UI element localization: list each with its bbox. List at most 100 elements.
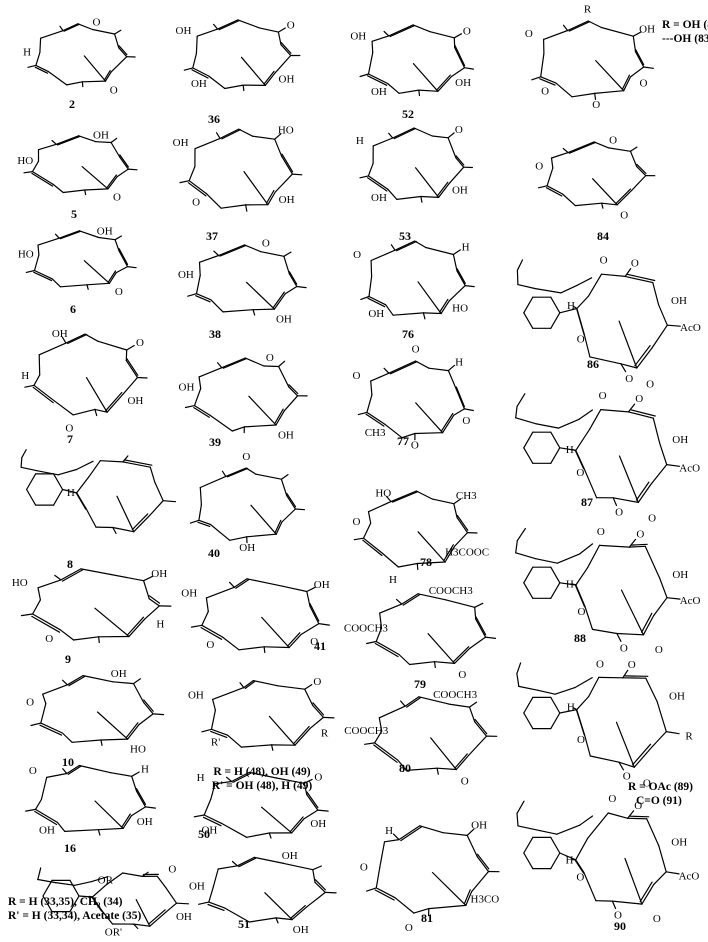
- ring-bond: [366, 394, 373, 413]
- ring-bond: [66, 764, 80, 775]
- ring-bond: [379, 612, 383, 629]
- ring-bond: [413, 127, 433, 137]
- double-bond: [107, 270, 117, 283]
- substituent-bond: [127, 168, 138, 171]
- atom-label: O: [29, 765, 37, 777]
- substituent-bond: [594, 92, 597, 101]
- ring-bond: [203, 798, 212, 816]
- ring-bond: [128, 618, 146, 638]
- ring-bond: [471, 870, 490, 893]
- double-bond: [274, 519, 282, 534]
- substituent-bond: [245, 204, 248, 212]
- ring-bond: [616, 189, 633, 206]
- ring-bond: [523, 852, 534, 870]
- compound-number: 87: [581, 495, 593, 509]
- bridge-bond: [430, 737, 457, 771]
- substituent-bond: [643, 66, 655, 69]
- atom-label: O: [353, 249, 361, 261]
- substituent-bond: [114, 235, 123, 241]
- substituent-bond: [359, 73, 370, 78]
- ring-bond: [523, 712, 534, 730]
- atom-label: O: [620, 642, 628, 654]
- atom-label: OH: [151, 568, 167, 580]
- ring-bond: [554, 686, 576, 695]
- atom-label: OH: [314, 579, 330, 591]
- ring-bond: [576, 295, 590, 310]
- atom-label: O: [310, 636, 318, 648]
- bridge-bond: [83, 55, 107, 82]
- ring-bond: [210, 709, 216, 730]
- bridge-bond: [96, 711, 129, 740]
- ring-bond: [641, 883, 655, 905]
- ring-bond: [192, 52, 197, 69]
- ring-bond: [130, 806, 147, 817]
- substituent-bond: [277, 27, 286, 33]
- atom-label: O: [411, 439, 419, 451]
- ring-bond: [651, 730, 667, 748]
- ring-bond: [656, 700, 667, 733]
- substituent-bond: [141, 871, 149, 878]
- ring-bond: [90, 876, 109, 883]
- ring-bond: [309, 716, 324, 729]
- atom-label: OH: [278, 430, 294, 442]
- substituent-bond: [386, 495, 392, 503]
- substituent-note-n33a: R = H (33,35), CH₃ (34): [8, 896, 123, 908]
- double-bond: [454, 753, 468, 769]
- compound-number: 81: [421, 911, 433, 925]
- bridge-bond: [415, 167, 440, 198]
- link-bond: [78, 895, 94, 898]
- ring-bond: [53, 400, 74, 416]
- ring-bond: [396, 195, 422, 200]
- ring-bond: [523, 566, 534, 584]
- ring-bond: [404, 696, 420, 707]
- ring-bond: [401, 432, 416, 439]
- double-bond: [232, 772, 252, 784]
- substituent-bond: [283, 251, 292, 257]
- substituent-bond: [152, 713, 165, 716]
- ring-bond: [375, 866, 381, 889]
- substituent-bond: [54, 233, 60, 239]
- substituent-bond: [422, 312, 426, 320]
- atom-label: O: [461, 776, 469, 788]
- ring-bond: [623, 76, 632, 92]
- ring-bond: [84, 188, 109, 191]
- ring-bond: [630, 175, 647, 192]
- ring-bond: [516, 393, 526, 408]
- ring-bond: [517, 284, 536, 290]
- substituent-bond: [366, 640, 377, 645]
- atom-label: OH: [671, 836, 687, 848]
- ring-bond: [116, 168, 129, 178]
- atom-label: O: [136, 337, 144, 349]
- ring-bond: [633, 745, 654, 768]
- ring-bond: [416, 561, 446, 565]
- double-bond: [210, 730, 228, 739]
- substituent-bond: [201, 728, 213, 733]
- atom-label: AcO: [679, 871, 700, 883]
- ring-bond: [78, 764, 112, 774]
- ring-bond: [455, 157, 465, 168]
- ring-bond: [37, 143, 57, 151]
- ring-bond: [52, 488, 64, 506]
- substituent-bond: [239, 682, 245, 689]
- ring-bond: [579, 815, 594, 826]
- ring-bond: [375, 887, 396, 899]
- atom-label: OH: [173, 137, 189, 149]
- ring-bond: [629, 66, 645, 78]
- ring-bond: [405, 767, 438, 772]
- double-bond: [293, 725, 310, 745]
- atom-label: OH: [239, 542, 255, 554]
- ring-bond: [225, 467, 247, 477]
- ring-bond: [37, 579, 62, 589]
- ring-bond: [198, 519, 212, 526]
- ring-bond: [37, 244, 40, 256]
- ring-bond: [397, 759, 407, 772]
- atom-label: O: [597, 526, 605, 538]
- atom-label: OH: [111, 668, 127, 680]
- substituent-bond: [312, 865, 322, 871]
- ring-bond: [258, 27, 279, 33]
- bridge-bond: [81, 166, 109, 190]
- ring-bond: [515, 406, 518, 419]
- ring-bond: [273, 293, 286, 310]
- substituent-bond: [132, 678, 141, 685]
